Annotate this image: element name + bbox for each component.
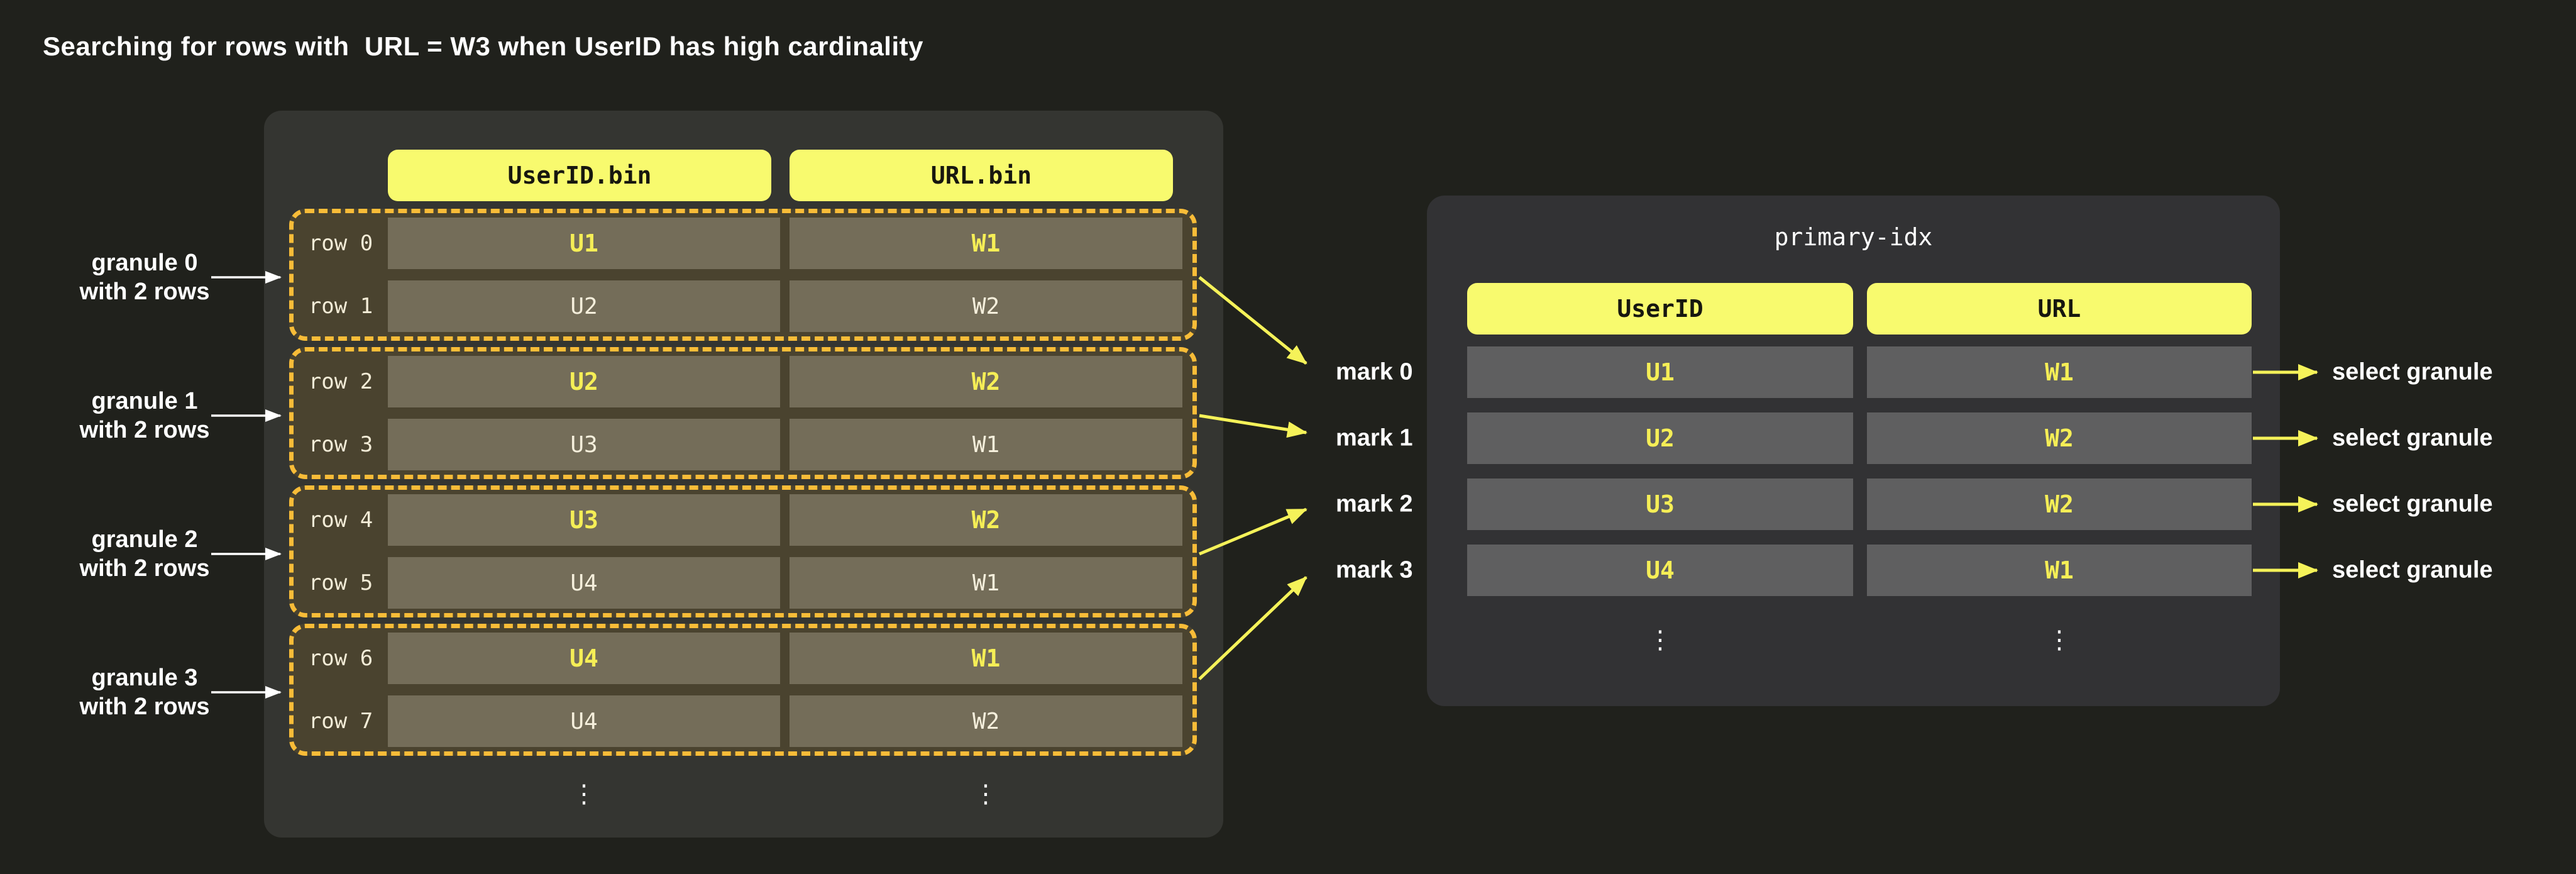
userid-value: U1 xyxy=(570,230,598,257)
url-cell: W1 xyxy=(790,419,1182,470)
url-value: W2 xyxy=(971,506,1001,534)
row-label: row 0 xyxy=(308,231,373,256)
mark-label-2: mark 2 xyxy=(1336,490,1413,517)
row-label: row 7 xyxy=(308,709,373,734)
url-value: W1 xyxy=(971,230,1001,257)
table-row: row 3 U3 W1 xyxy=(294,419,1192,470)
granule-1-annotation-line1: granule 1 xyxy=(91,388,198,414)
url-header: URL xyxy=(1867,283,2252,335)
ellipsis: ⋮ xyxy=(2047,626,2072,655)
url-cell: W2 xyxy=(790,356,1182,407)
userid-value: U4 xyxy=(570,570,598,596)
index-userid-cell-2: U3 xyxy=(1467,478,1853,530)
granule-2-annotation-line2: with 2 rows xyxy=(79,555,210,582)
url-cell: W2 xyxy=(790,494,1182,546)
userid-value: U3 xyxy=(570,431,598,458)
userid-cell: U4 xyxy=(388,695,780,747)
userid-value: U2 xyxy=(570,368,598,396)
userid-cell: U2 xyxy=(388,356,780,407)
granule-1-annotation: granule 1 with 2 rows xyxy=(38,387,251,445)
mark-label-0: mark 0 xyxy=(1336,358,1413,385)
userid-cell: U1 xyxy=(388,218,780,269)
table-row: row 2 U2 W2 xyxy=(294,356,1192,407)
granule-1: row 2 U2 W2 row 3 U3 W1 xyxy=(289,347,1197,479)
row-label: row 1 xyxy=(308,294,373,319)
userid-value: U4 xyxy=(570,708,598,734)
index-url-cell-1: W2 xyxy=(1867,412,2252,464)
select-granule-label-2: select granule xyxy=(2332,490,2493,517)
ellipsis: ⋮ xyxy=(571,780,597,809)
url-value: W1 xyxy=(972,431,1000,458)
url-bin-header: URL.bin xyxy=(790,150,1173,201)
primary-index-title: primary-idx xyxy=(1774,223,1933,251)
index-userid-cell-3: U4 xyxy=(1467,545,1853,596)
userid-value: U2 xyxy=(570,293,598,319)
granule-3-annotation-line2: with 2 rows xyxy=(79,694,210,720)
url-value: W2 xyxy=(972,293,1000,319)
ellipsis: ⋮ xyxy=(1648,626,1673,655)
granule-2-annotation-line1: granule 2 xyxy=(91,526,198,553)
url-cell: W1 xyxy=(790,218,1182,269)
diagram-title: Searching for rows with URL = W3 when Us… xyxy=(43,31,923,61)
userid-cell: U4 xyxy=(388,633,780,684)
granule-0-annotation: granule 0 with 2 rows xyxy=(38,248,251,306)
row-label: row 2 xyxy=(308,369,373,394)
granule-3-annotation: granule 3 with 2 rows xyxy=(38,663,251,721)
granule-3: row 6 U4 W1 row 7 U4 W2 xyxy=(289,624,1197,756)
table-row: row 5 U4 W1 xyxy=(294,557,1192,609)
table-row: row 1 U2 W2 xyxy=(294,280,1192,332)
url-value: W1 xyxy=(971,644,1001,672)
userid-cell: U2 xyxy=(388,280,780,332)
userid-cell: U3 xyxy=(388,494,780,546)
index-userid-cell-0: U1 xyxy=(1467,346,1853,398)
index-url-cell-2: W2 xyxy=(1867,478,2252,530)
select-granule-label-3: select granule xyxy=(2332,556,2493,584)
granule-0: row 0 U1 W1 row 1 U2 W2 xyxy=(289,209,1197,341)
url-cell: W2 xyxy=(790,280,1182,332)
row-label: row 4 xyxy=(308,507,373,533)
granule-0-annotation-line2: with 2 rows xyxy=(79,279,210,305)
url-cell: W1 xyxy=(790,633,1182,684)
url-cell: W2 xyxy=(790,695,1182,747)
granule-0-annotation-line1: granule 0 xyxy=(91,250,198,276)
mark-label-1: mark 1 xyxy=(1336,424,1413,451)
userid-value: U4 xyxy=(570,644,598,672)
userid-value: U3 xyxy=(570,506,598,534)
index-userid-cell-1: U2 xyxy=(1467,412,1853,464)
index-url-cell-0: W1 xyxy=(1867,346,2252,398)
granule-3-annotation-line1: granule 3 xyxy=(91,665,198,691)
select-granule-label-1: select granule xyxy=(2332,424,2493,451)
granule-2: row 4 U3 W2 row 5 U4 W1 xyxy=(289,485,1197,617)
granule-1-annotation-line2: with 2 rows xyxy=(79,417,210,443)
index-url-cell-3: W1 xyxy=(1867,545,2252,596)
userid-cell: U3 xyxy=(388,419,780,470)
select-granule-label-0: select granule xyxy=(2332,358,2493,385)
url-value: W1 xyxy=(972,570,1000,596)
table-row: row 4 U3 W2 xyxy=(294,494,1192,546)
url-value: W2 xyxy=(971,368,1001,396)
userid-header: UserID xyxy=(1467,283,1853,335)
table-row: row 0 U1 W1 xyxy=(294,218,1192,269)
mark-label-3: mark 3 xyxy=(1336,556,1413,584)
column-data-panel: UserID.bin URL.bin row 0 U1 W1 row 1 U2 … xyxy=(264,111,1223,838)
userid-bin-header: UserID.bin xyxy=(388,150,771,201)
granule-2-annotation: granule 2 with 2 rows xyxy=(38,525,251,583)
table-row: row 7 U4 W2 xyxy=(294,695,1192,747)
userid-cell: U4 xyxy=(388,557,780,609)
table-row: row 6 U4 W1 xyxy=(294,633,1192,684)
ellipsis: ⋮ xyxy=(973,780,998,809)
row-label: row 5 xyxy=(308,570,373,595)
url-value: W2 xyxy=(972,708,1000,734)
row-label: row 3 xyxy=(308,432,373,457)
url-cell: W1 xyxy=(790,557,1182,609)
row-label: row 6 xyxy=(308,646,373,671)
